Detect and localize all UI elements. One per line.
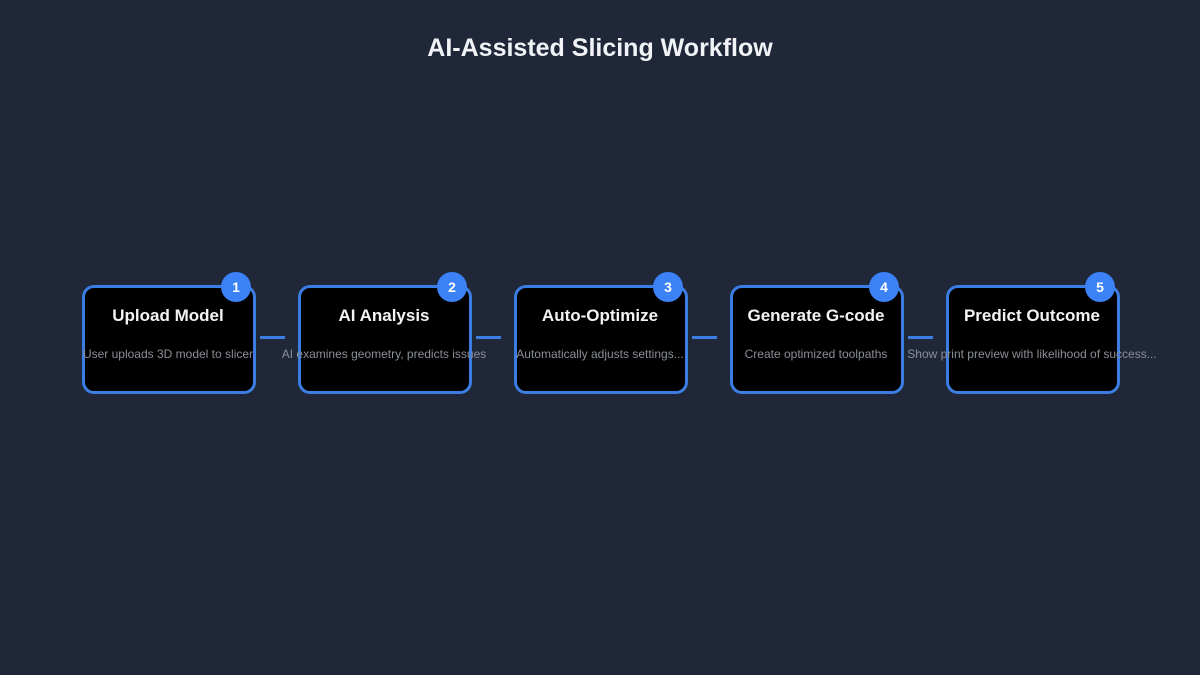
step-description: AI examines geometry, predicts issues	[281, 347, 487, 361]
step-number-badge: 4	[869, 272, 899, 302]
step-box-3	[514, 285, 688, 394]
connector-3-4	[692, 336, 717, 339]
connector-2-3	[476, 336, 501, 339]
step-description: Create optimized toolpaths	[744, 347, 888, 361]
step-number-badge: 2	[437, 272, 467, 302]
step-number-badge: 3	[653, 272, 683, 302]
step-number-badge: 5	[1085, 272, 1115, 302]
step-title: Predict Outcome	[963, 306, 1101, 325]
step-title: Generate G-code	[747, 306, 885, 325]
diagram-title: AI-Assisted Slicing Workflow	[427, 34, 773, 62]
step-description: Automatically adjusts settings...	[516, 347, 684, 361]
step-box-2	[298, 285, 472, 394]
step-description: Show print preview with likelihood of su…	[907, 347, 1157, 361]
step-title: Auto-Optimize	[541, 306, 659, 325]
step-title: Upload Model	[112, 306, 224, 325]
step-box-5	[946, 285, 1120, 394]
step-title: AI Analysis	[338, 306, 430, 325]
connector-1-2	[260, 336, 285, 339]
step-box-4	[730, 285, 904, 394]
step-description: User uploads 3D model to slicer	[82, 347, 254, 361]
connector-4-5	[908, 336, 933, 339]
step-box-1	[82, 285, 256, 394]
step-number-badge: 1	[221, 272, 251, 302]
